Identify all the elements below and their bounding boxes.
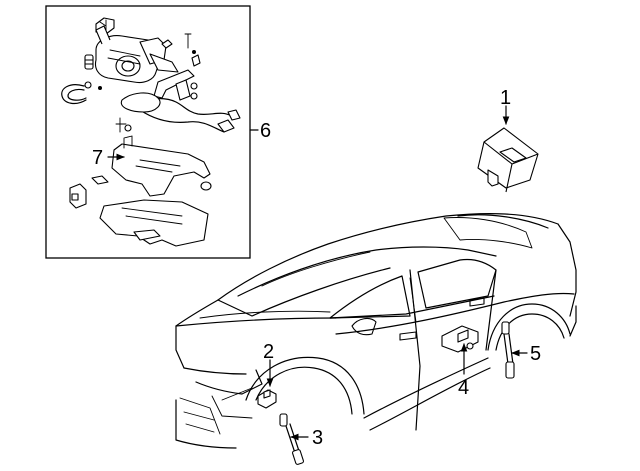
wiring-harness (115, 92, 241, 133)
side-bracket (69, 183, 87, 209)
screw (184, 33, 192, 49)
callout-labels: 1 2 3 4 5 6 7 (92, 87, 541, 449)
callout-5: 5 (530, 343, 541, 365)
leader-lines (107, 105, 528, 441)
air-hose (61, 81, 102, 105)
bracket-clip (91, 175, 109, 185)
callout-6: 6 (260, 120, 271, 142)
rear-height-sensor (441, 325, 479, 353)
vehicle-outline (175, 213, 577, 449)
callout-4: 4 (458, 377, 469, 399)
clip-small (161, 39, 173, 49)
callout-7: 7 (92, 147, 103, 169)
compressor-assembly-inset (45, 5, 251, 259)
callout-2: 2 (263, 341, 274, 363)
callout-1: 1 (500, 87, 511, 109)
front-link-rod (279, 413, 304, 465)
fitting-tiny (191, 50, 201, 67)
rear-link-rod (501, 321, 515, 379)
fitting-small (84, 54, 94, 70)
control-module (477, 127, 539, 193)
callout-3: 3 (312, 427, 323, 449)
front-height-sensor (257, 389, 277, 409)
compressor-motor (94, 25, 179, 84)
upper-mounting-plate (111, 135, 212, 197)
mounting-bracket (153, 69, 198, 101)
lower-mounting-plate (99, 199, 209, 247)
